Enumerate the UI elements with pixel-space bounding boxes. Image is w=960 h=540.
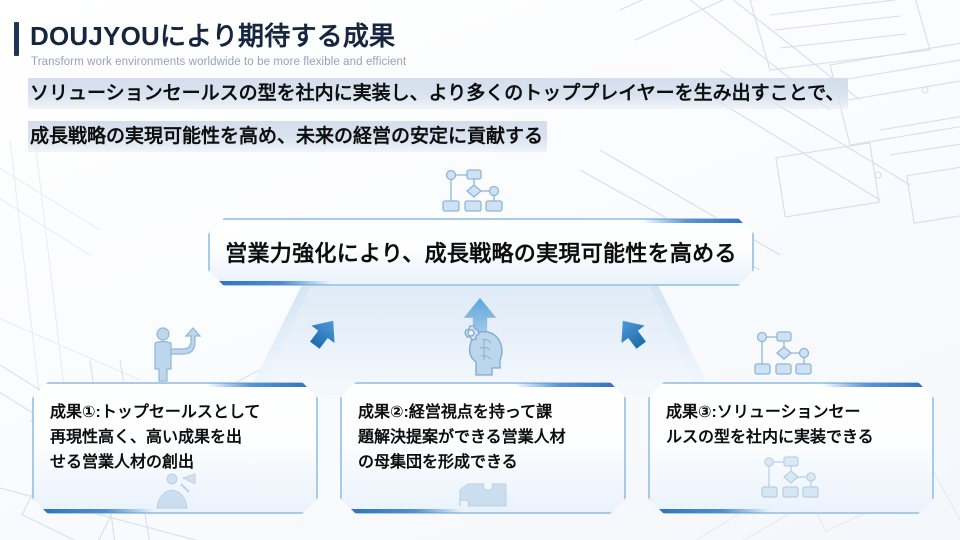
outcome-card-1-text: 成果①:トップセールスとして 再現性高く、高い成果を出 せる営業人材の創出 (50, 400, 304, 475)
brain-gear-head-icon (464, 325, 503, 376)
network-nodes-icon (442, 169, 503, 212)
puzzle-piece-icon (457, 476, 509, 510)
outcome-card-3-line-2: ルスの型を社内に実装できる (666, 429, 874, 446)
lead-statement: ソリューションセールスの型を社内に実装し、より多くのトッププレイヤーを生み出すこ… (28, 78, 928, 164)
outcome-card-2-accent-bottom-left (342, 509, 462, 513)
outcome-card-3-watermark (650, 450, 932, 506)
arrow-up-left-icon (310, 320, 335, 349)
outcome-card-3-accent-top-right (822, 383, 932, 387)
outcome-card-3[interactable]: 成果③:ソリューションセー ルスの型を社内に実装できる (648, 382, 934, 514)
outcome-card-1-line-1: 成果①:トップセールスとして (50, 404, 261, 421)
page-title: DOUJYOUにより期待する成果 (30, 21, 396, 51)
outcome-card-2-line-1: 成果②:経営視点を持って課 (358, 404, 553, 421)
person-presenting-icon (145, 470, 205, 510)
outcome-card-1-accent-top-right (206, 383, 316, 387)
lead-line-2: 成長戦略の実現可能性を高め、未来の経営の安定に貢献する (28, 121, 548, 152)
page-subtitle-english: Transform work environments worldwide to… (31, 56, 407, 68)
outcome-card-2-watermark (342, 454, 624, 510)
central-outcome-box: 営業力強化により、成長戦略の実現可能性を高める (208, 218, 754, 286)
person-growth-arrow-icon (154, 327, 202, 382)
outcome-card-2-accent-top-right (514, 383, 624, 387)
outcome-card-2-text: 成果②:経営視点を持って課 題解決提案ができる営業人材 の母集団を形成できる (358, 400, 612, 475)
outcome-card-3-accent-bottom-left (650, 509, 770, 513)
flowchart-nodes-icon (759, 456, 823, 506)
outcome-card-1-line-2: 再現性高く、高い成果を出 (50, 429, 243, 446)
outcome-card-2-line-2: 題解決提案ができる営業人材 (358, 429, 566, 446)
center-box-accent-bottom-left (210, 281, 330, 285)
arrow-up-icon (463, 298, 497, 336)
blueprint-watermark-left (0, 140, 140, 400)
central-outcome-text: 営業力強化により、成長戦略の実現可能性を高める (225, 241, 737, 266)
outcome-card-3-text: 成果③:ソリューションセー ルスの型を社内に実装できる (666, 400, 920, 450)
outcome-card-1[interactable]: 成果①:トップセールスとして 再現性高く、高い成果を出 せる営業人材の創出 (32, 382, 318, 514)
center-box-accent-top-right (642, 219, 752, 223)
outcome-card-1-accent-bottom-left (34, 509, 154, 513)
outcome-card-3-line-1: 成果③:ソリューションセー (666, 404, 861, 421)
outcome-card-1-line-3: せる営業人材の創出 (50, 454, 195, 471)
slide-header: DOUJYOUにより期待する成果 Transform work environm… (14, 18, 406, 70)
outcome-card-2-line-3: の母集団を形成できる (358, 454, 518, 471)
arrow-up-right-icon (621, 320, 646, 349)
title-accent-bar (14, 22, 19, 56)
outcome-card-2[interactable]: 成果②:経営視点を持って課 題解決提案ができる営業人材 の母集団を形成できる (340, 382, 626, 514)
flowchart-nodes-icon (754, 331, 812, 375)
lead-line-1: ソリューションセールスの型を社内に実装し、より多くのトッププレイヤーを生み出すこ… (28, 78, 849, 109)
